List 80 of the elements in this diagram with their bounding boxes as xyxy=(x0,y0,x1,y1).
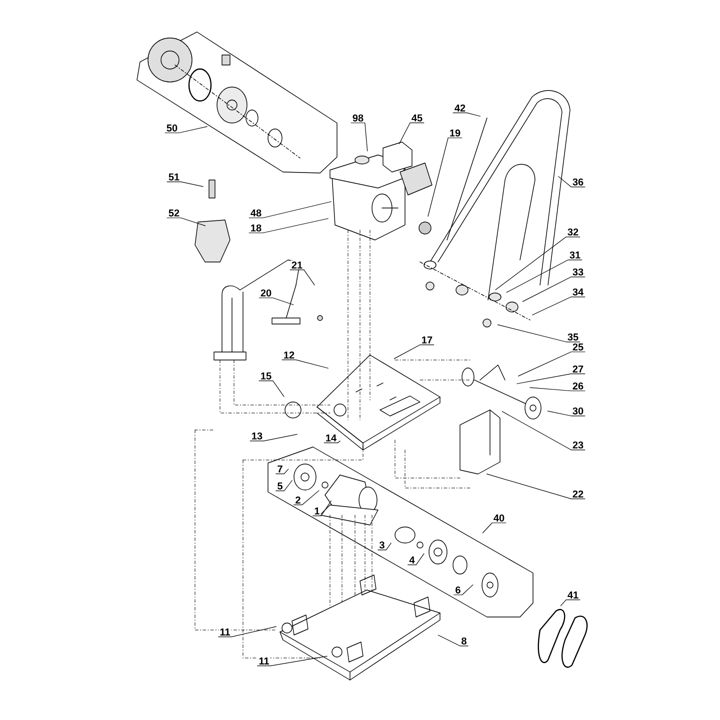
callout-number: 40 xyxy=(492,513,506,523)
leader-line xyxy=(398,122,424,144)
callout-number: 11 xyxy=(258,656,270,666)
leader-line xyxy=(394,344,434,359)
callout-number: 4 xyxy=(408,556,416,564)
callout-number: 23 xyxy=(571,440,585,450)
leader-line xyxy=(218,626,276,638)
leader-line xyxy=(294,490,320,506)
leader-line xyxy=(482,522,506,534)
leader-line xyxy=(522,276,586,302)
callout-number: 18 xyxy=(249,223,263,233)
leader-line xyxy=(452,112,481,117)
callout-number: 12 xyxy=(282,350,296,360)
callout-number: 5 xyxy=(276,482,284,490)
callout-number: 48 xyxy=(249,208,263,218)
leader-line xyxy=(312,500,332,516)
leader-line xyxy=(518,352,586,376)
callout-number: 17 xyxy=(420,336,434,344)
callout-number: 8 xyxy=(460,636,468,646)
leader-line xyxy=(454,584,474,596)
leader-line xyxy=(282,360,329,369)
callout-number: 21 xyxy=(290,260,304,270)
leader-line xyxy=(506,260,582,293)
callout-number: 3 xyxy=(378,540,386,550)
callout-number: 51 xyxy=(167,172,181,182)
callout-number: 2 xyxy=(294,496,302,504)
callout-number: 32 xyxy=(566,227,580,237)
leader-line xyxy=(164,126,208,134)
callout-number: 35 xyxy=(566,332,580,342)
callout-number: 25 xyxy=(571,342,585,352)
callout-number: 30 xyxy=(571,406,585,416)
callout-number: 19 xyxy=(448,128,462,138)
leader-line xyxy=(166,218,206,226)
callout-number: 7 xyxy=(276,464,284,474)
leader-line xyxy=(497,324,580,342)
leader-line xyxy=(428,138,462,217)
leader-line xyxy=(495,236,580,290)
callout-number: 27 xyxy=(571,364,585,374)
leader-line xyxy=(502,411,586,450)
leader-line xyxy=(248,218,328,234)
callout-number: 41 xyxy=(566,590,580,600)
callout-number: 34 xyxy=(571,287,585,297)
leader-line xyxy=(532,296,586,316)
leader-line xyxy=(530,387,586,392)
callout-number: 52 xyxy=(167,208,181,218)
leader-line xyxy=(378,542,392,550)
callout-number: 15 xyxy=(259,372,273,380)
leader-line xyxy=(276,468,289,474)
leader-line xyxy=(276,480,292,492)
callout-number: 36 xyxy=(571,177,585,187)
leader-line xyxy=(324,440,340,444)
leader-line xyxy=(350,122,368,152)
callout-number: 26 xyxy=(571,381,585,391)
callout-number: 31 xyxy=(568,250,582,260)
callout-number: 45 xyxy=(410,114,424,122)
leader-line xyxy=(516,374,586,384)
leader-line xyxy=(547,410,586,416)
callout-number: 50 xyxy=(165,123,179,133)
leader-line xyxy=(408,553,424,566)
callout-number: 13 xyxy=(250,431,264,441)
leader-line xyxy=(558,176,586,188)
leader-line xyxy=(560,600,580,606)
leader-line xyxy=(438,634,468,646)
callout-number: 98 xyxy=(351,113,365,123)
callout-number: 14 xyxy=(324,434,338,442)
leader-line xyxy=(250,434,298,442)
leader-line xyxy=(258,298,294,306)
callout-number: 11 xyxy=(218,628,232,636)
leader-line xyxy=(486,474,586,500)
callout-number: 22 xyxy=(571,490,585,498)
leader-line xyxy=(290,270,315,286)
leader-line xyxy=(248,201,332,218)
callout-number: 42 xyxy=(453,104,467,112)
leader-line xyxy=(166,182,204,187)
callout-number: 1 xyxy=(313,506,321,516)
leader-line xyxy=(257,656,328,666)
callout-number: 20 xyxy=(259,288,273,298)
leader-line xyxy=(258,380,284,397)
callout-number: 33 xyxy=(571,267,585,277)
callout-number: 6 xyxy=(454,585,462,595)
